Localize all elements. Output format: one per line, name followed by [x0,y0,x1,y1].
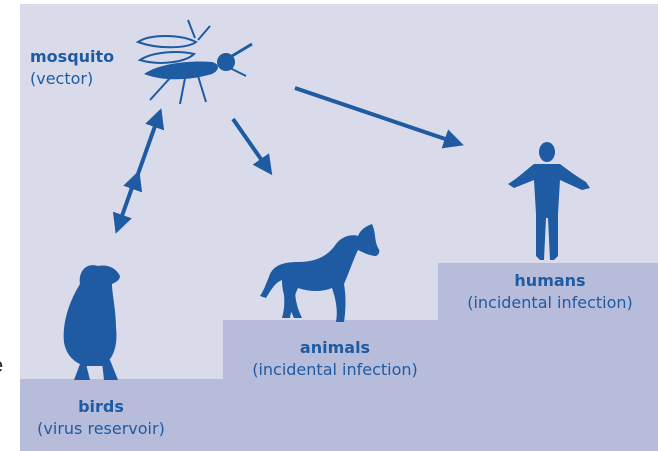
arrow-mosquito-humans [295,88,460,144]
humans-name: humans [450,270,650,292]
birds-label: birds (virus reservoir) [26,396,176,440]
mosquito-role: (vector) [30,68,130,90]
animals-name: animals [230,337,440,359]
arrow-mosquito-birds-lower [117,182,134,230]
animals-label: animals (incidental infection) [230,337,440,381]
diagram-panel: mosquito (vector) birds (virus reservoir… [20,4,658,451]
cropped-edge-glyph: e [0,354,3,378]
birds-name: birds [26,396,176,418]
mosquito-icon [138,20,252,104]
animals-role: (incidental infection) [230,359,440,381]
birds-role: (virus reservoir) [26,418,176,440]
cropped-edge-text: e [0,354,12,378]
arrow-mosquito-animals [233,119,270,172]
humans-label: humans (incidental infection) [450,270,650,314]
horse-icon [260,224,379,322]
arrow-mosquito-birds [138,112,160,174]
human-icon [508,142,590,260]
mosquito-name: mosquito [30,46,130,68]
mosquito-label: mosquito (vector) [30,46,130,90]
bird-icon [64,265,120,380]
humans-role: (incidental infection) [450,292,650,314]
